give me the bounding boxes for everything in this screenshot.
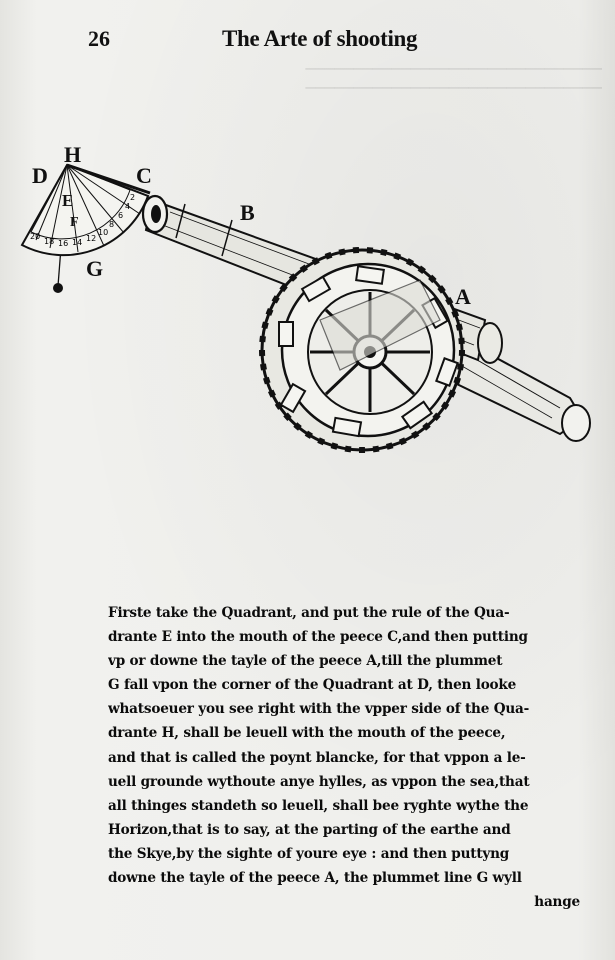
catchword: hange (534, 894, 580, 911)
caption-line: drante E into the mouth of the peece C,a… (108, 629, 528, 646)
label-e: E (62, 191, 73, 210)
label-c: C (136, 163, 152, 188)
running-title: The Arte of shooting (222, 26, 418, 51)
woodcut-illustration: 20 18 16 14 12 10 8 6 4 2 (20, 142, 591, 453)
caption-line: uell grounde wythoute anye hylles, as vp… (108, 773, 530, 790)
bleed-through-text: ─────────────────────────────── ────────… (305, 61, 602, 95)
caption-line: Firste take the Quadrant, and put the ru… (108, 605, 510, 621)
caption-line: G fall vpon the corner of the Quadrant a… (108, 677, 517, 694)
quadrant-numeral: 16 (58, 239, 68, 248)
quadrant-numeral: 14 (72, 238, 82, 247)
caption-line: and that is called the poynt blancke, fo… (108, 749, 526, 766)
page-header: 26 The Arte of shooting (0, 22, 615, 58)
caption-line: downe the tayle of the peece A, the plum… (108, 870, 522, 887)
page-number: 26 (88, 26, 110, 51)
quadrant-numeral: 8 (109, 220, 114, 229)
caption-line: all thinges standeth so leuell, shall be… (108, 797, 529, 814)
label-a: A (455, 284, 471, 309)
cannon-quadrant-woodcut: 20 18 16 14 12 10 8 6 4 2 (0, 120, 615, 460)
label-d: D (32, 163, 48, 188)
quadrant-numeral: 2 (130, 193, 135, 202)
plummet-bob (53, 283, 63, 293)
label-g: G (86, 256, 103, 281)
label-h: H (64, 142, 81, 167)
cascabel (477, 322, 503, 364)
label-b: B (240, 200, 255, 225)
quadrant-numeral: 18 (44, 237, 54, 246)
quadrant: 20 18 16 14 12 10 8 6 4 2 (20, 163, 151, 257)
caption-line: vp or downe the tayle of the peece A,til… (108, 653, 503, 670)
label-f: F (70, 215, 79, 230)
quadrant-numeral: 10 (98, 228, 108, 237)
quadrant-numeral: 20 (30, 232, 40, 241)
caption-line: Horizon,that is to say, at the parting o… (108, 821, 511, 838)
quadrant-numeral: 12 (86, 234, 96, 243)
carriage-wheel (259, 247, 465, 453)
caption-line: whatsoeuer you see right with the vpper … (108, 701, 530, 718)
caption-line: the Skye,by the sighte of youre eye : an… (108, 845, 510, 862)
caption-text: Firste take the Quadrant, and put the ru… (108, 601, 598, 914)
quadrant-numeral: 4 (125, 202, 130, 211)
caption-line: drante H, shall be leuell with the mouth… (108, 725, 506, 742)
quadrant-numeral: 6 (118, 211, 123, 220)
